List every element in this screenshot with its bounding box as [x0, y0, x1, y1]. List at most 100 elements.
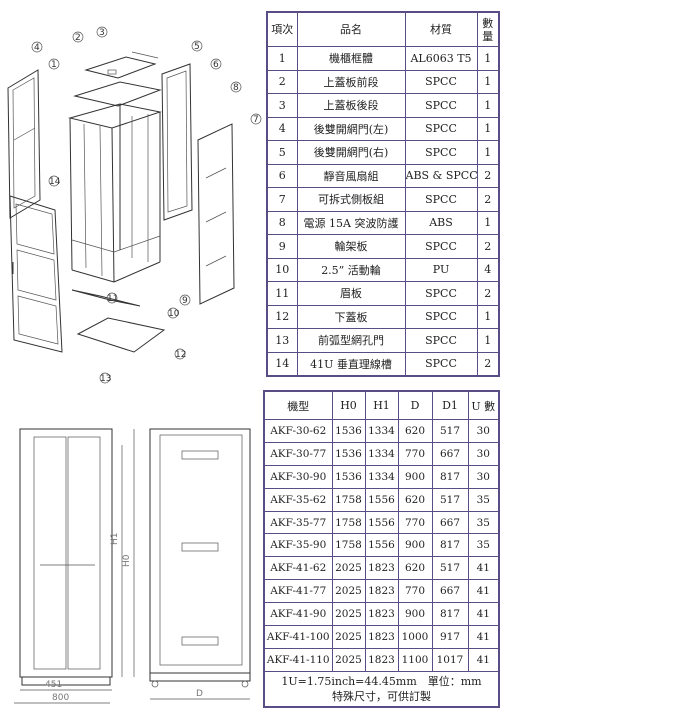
h1-cell: 1823 [364, 579, 399, 604]
item-no-cell: 5 [266, 140, 298, 165]
material-cell: SPCC [404, 93, 478, 118]
h1-cell: 1556 [364, 487, 399, 512]
h1-cell: 1823 [364, 602, 399, 627]
item-no-cell: 1 [266, 46, 298, 71]
d-cell: 770 [397, 510, 433, 535]
h1-cell: 1823 [364, 647, 399, 672]
part-name-cell: 可拆式側板組 [296, 187, 406, 212]
callout-7: 7 [253, 115, 259, 125]
material-cell: SPCC [404, 304, 478, 329]
header-part-name: 品名 [296, 11, 406, 47]
material-cell: ABS [404, 210, 478, 235]
dim-h1: H1 [110, 533, 120, 546]
part-name-cell: 下蓋板 [296, 304, 406, 329]
item-no-cell: 12 [266, 304, 298, 329]
width-dims: 451 800 [14, 680, 112, 704]
dim-h0: H0 [122, 554, 132, 567]
header-material: 材質 [404, 11, 478, 47]
quantity-cell: 1 [476, 93, 500, 118]
part-name-cell: 上蓋板後段 [296, 93, 406, 118]
part-name-cell: 2.5” 活動輪 [296, 257, 406, 282]
unit-note: 1U=1.75inch=44.45mm 單位：mm [281, 674, 482, 688]
d1-cell: 517 [431, 487, 469, 512]
item-no-cell: 9 [266, 234, 298, 259]
callout-8: 8 [233, 83, 239, 93]
d1-cell: 517 [431, 419, 469, 443]
callout-5: 5 [194, 42, 200, 52]
header-d: D [397, 390, 433, 420]
header-h0: H0 [331, 390, 366, 420]
d1-cell: 667 [431, 441, 469, 466]
d1-cell: 817 [431, 602, 469, 627]
d-cell: 620 [397, 487, 433, 512]
h0-cell: 1758 [331, 533, 366, 558]
u-count-cell: 41 [467, 556, 500, 581]
item-no-cell: 10 [266, 257, 298, 282]
h0-cell: 2025 [331, 647, 366, 672]
model-cell: AKF-35-90 [263, 533, 333, 558]
callout-14: 14 [49, 177, 61, 187]
custom-size-note: 特殊尺寸，可供訂製 [332, 689, 431, 703]
d-cell: 770 [397, 441, 433, 466]
side-elevation: D [149, 428, 251, 700]
material-cell: SPCC [404, 351, 478, 377]
callout-10: 10 [168, 309, 180, 319]
vent-slots [181, 450, 219, 646]
item-no-cell: 8 [266, 210, 298, 235]
part-name-cell: 機櫃框體 [296, 46, 406, 71]
callout-13: 13 [100, 374, 111, 384]
material-cell: SPCC [404, 234, 478, 259]
height-dims: H1 H0 [110, 429, 135, 677]
item-no-cell: 4 [266, 116, 298, 141]
h1-cell: 1823 [364, 556, 399, 581]
material-cell: AL6063 T5 [404, 46, 478, 71]
item-no-cell: 7 [266, 187, 298, 212]
callout-6: 6 [213, 60, 219, 70]
u-count-cell: 41 [467, 602, 500, 627]
dim-width-outer: 800 [52, 693, 69, 703]
elevation-drawings: H1 H0 451 800 D [14, 428, 251, 704]
dim-depth: D [196, 689, 203, 699]
model-cell: AKF-30-62 [263, 419, 333, 443]
d-cell: 900 [397, 533, 433, 558]
material-cell: SPCC [404, 187, 478, 212]
h0-cell: 1758 [331, 510, 366, 535]
u-count-cell: 41 [467, 625, 500, 649]
d-cell: 1100 [397, 647, 433, 672]
material-cell: SPCC [404, 140, 478, 165]
material-cell: SPCC [404, 116, 478, 141]
d1-cell: 517 [431, 556, 469, 581]
d-cell: 1000 [397, 625, 433, 649]
models-header-row: 機型 H0 H1 D D1 U 數 [263, 390, 500, 420]
d1-cell: 817 [431, 533, 469, 558]
d1-cell: 667 [431, 510, 469, 535]
h1-cell: 1823 [364, 625, 399, 649]
part-name-cell: 輪架板 [296, 234, 406, 259]
header-u-count: U 數 [467, 390, 500, 420]
callout-3: 3 [99, 28, 105, 38]
quantity-cell: 2 [476, 281, 500, 306]
h1-cell: 1334 [364, 464, 399, 489]
part-name-cell: 後雙開網門(左) [296, 116, 406, 141]
callout-9: 9 [182, 296, 188, 306]
u-count-cell: 30 [467, 419, 500, 443]
model-cell: AKF-41-110 [263, 647, 333, 672]
h0-cell: 2025 [331, 579, 366, 604]
quantity-cell: 1 [476, 210, 500, 235]
u-count-cell: 41 [467, 647, 500, 672]
part-name-cell: 眉板 [296, 281, 406, 306]
